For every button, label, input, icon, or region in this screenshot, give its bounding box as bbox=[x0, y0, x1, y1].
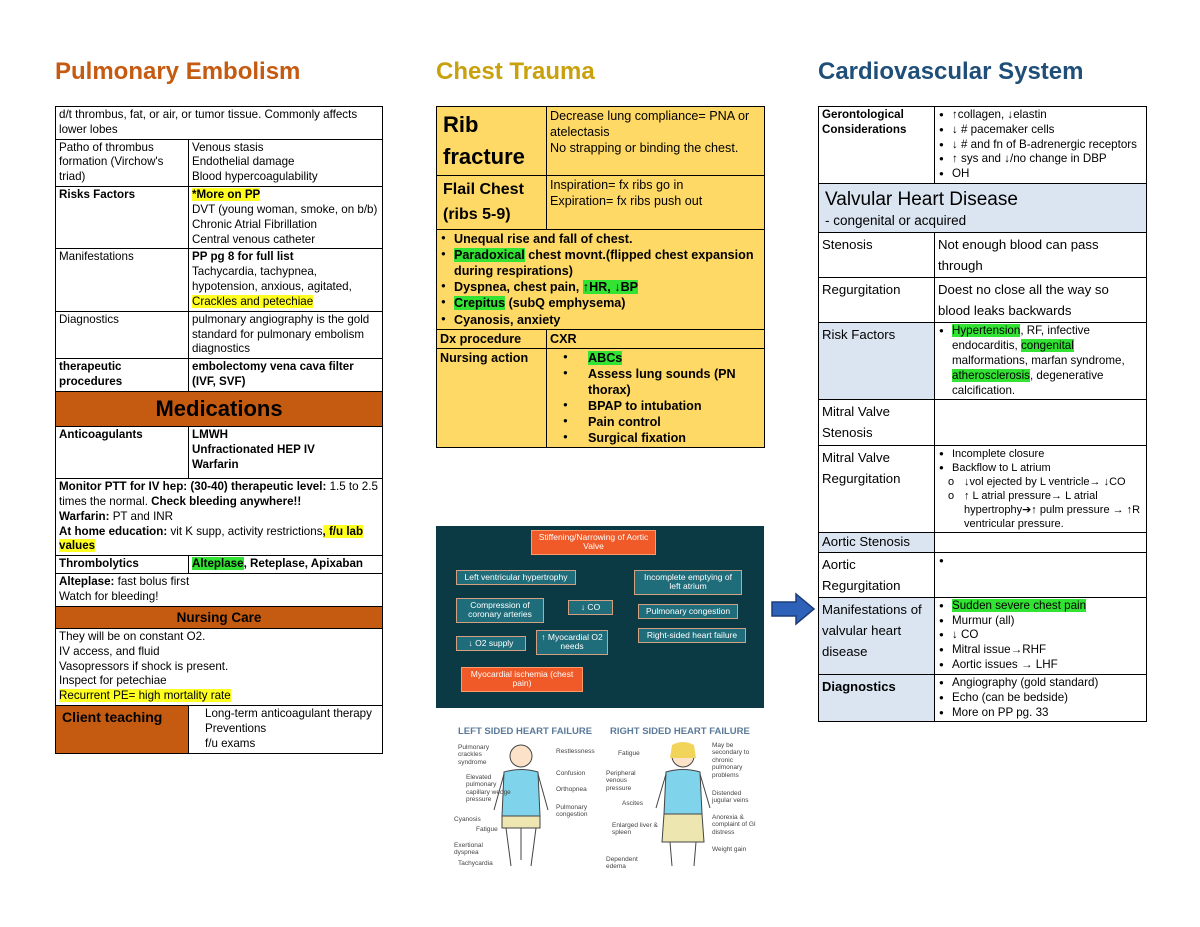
gerontological-label: Gerontological Considerations bbox=[818, 105, 935, 185]
aortic-stenosis-flowchart: Stiffening/Narrowing of Aortic Valve Lef… bbox=[436, 526, 764, 708]
mitral-stenosis-label: Mitral Valve Stenosis bbox=[818, 399, 935, 446]
pe-therapeutic-label: therapeutic procedures bbox=[55, 358, 189, 392]
flow-coronary-compression: Compression of coronary arteries bbox=[456, 598, 544, 623]
flow-decreased-co: ↓ CO bbox=[568, 600, 613, 616]
pe-patho-label: Patho of thrombus formation (Virchow's t… bbox=[55, 138, 189, 188]
flail-chest-label: Flail Chest (ribs 5-9) bbox=[436, 174, 547, 230]
valve-risk-factors: Hypertension, RF, infective endocarditis… bbox=[934, 322, 1147, 401]
heading-cardiovascular-system: Cardiovascular System bbox=[818, 58, 1084, 85]
anticoagulants-label: Anticoagulants bbox=[55, 426, 189, 480]
heading-chest-trauma: Chest Trauma bbox=[436, 58, 595, 85]
chest-trauma-table: Rib fracture Decrease lung compliance= P… bbox=[436, 106, 765, 449]
nursing-care-header: Nursing Care bbox=[54, 605, 384, 629]
valve-manifestations-list: Sudden severe chest painMurmur (all)↓ CO… bbox=[934, 596, 1147, 675]
thrombolytics-label: Thrombolytics bbox=[55, 555, 189, 575]
valvular-heart-disease-subtitle: - congenital or acquired bbox=[825, 213, 967, 229]
thrombolytics-list: Alteplase, Reteplase, Apixaban bbox=[187, 555, 384, 575]
anticoagulant-monitoring: Monitor PTT for IV hep: (30-40) therapeu… bbox=[54, 478, 384, 557]
pe-diagnostics: pulmonary angiography is the gold standa… bbox=[187, 310, 384, 360]
dx-procedure: CXR bbox=[546, 328, 765, 349]
aortic-regurgitation-notes bbox=[934, 551, 1147, 598]
left-hf-title: LEFT SIDED HEART FAILURE bbox=[458, 726, 593, 737]
mitral-stenosis-notes bbox=[934, 399, 1147, 446]
pulmonary-embolism-table: d/t thrombus, fat, or air, or tumor tiss… bbox=[54, 106, 384, 754]
right-heart-failure-figure: RIGHT SIDED HEART FAILURE Fatigue May be… bbox=[606, 726, 756, 871]
heading-pulmonary-embolism: Pulmonary Embolism bbox=[55, 58, 301, 85]
right-hf-person-icon bbox=[655, 742, 711, 867]
flow-pulmonary-congestion: Pulmonary congestion bbox=[638, 604, 738, 620]
gerontological-list: ↑collagen, ↓elastin↓ # pacemaker cells↓ … bbox=[934, 105, 1147, 185]
nursing-action-list: ABCs Assess lung sounds (PN thorax) BPAP… bbox=[546, 347, 765, 449]
mitral-regurgitation-label: Mitral Valve Regurgitation bbox=[818, 444, 935, 534]
aortic-regurgitation-label: Aortic Regurgitation bbox=[818, 551, 935, 598]
stenosis-label: Stenosis bbox=[818, 231, 935, 278]
valvular-heart-disease-title: Valvular Heart Disease bbox=[825, 189, 1018, 211]
valve-manifestations-label: Manifestations of valvular heart disease bbox=[818, 596, 935, 675]
regurgitation-definition: Doest no close all the way so blood leak… bbox=[934, 276, 1147, 324]
aortic-stenosis-notes bbox=[934, 532, 1147, 553]
valve-diagnostics-label: Diagnostics bbox=[818, 673, 935, 723]
left-hf-person-icon bbox=[493, 744, 549, 867]
pe-manifestations-label: Manifestations bbox=[55, 248, 189, 312]
pe-manifestations: PP pg 8 for full list Tachycardia, tachy… bbox=[187, 248, 384, 312]
right-hf-title: RIGHT SIDED HEART FAILURE bbox=[610, 726, 750, 737]
flow-right-heart-failure: Right-sided heart failure bbox=[638, 628, 746, 644]
pe-risk-list: *More on PP DVT (young woman, smoke, on … bbox=[187, 186, 384, 250]
medications-header: Medications bbox=[54, 390, 384, 428]
flail-chest-signs: Unequal rise and fall of chest. Paradoxi… bbox=[436, 228, 765, 330]
flow-incomplete-emptying: Incomplete emptying of left atrium bbox=[634, 570, 742, 595]
nursing-action-label: Nursing action bbox=[436, 347, 547, 449]
left-heart-failure-figure: LEFT SIDED HEART FAILURE Pulmonary crack… bbox=[454, 726, 595, 867]
rib-fracture-label: Rib fracture bbox=[436, 106, 547, 176]
flow-myocardial-ischemia: Myocardial ischemia (chest pain) bbox=[461, 667, 583, 692]
pe-therapeutic: embolectomy vena cava filter (IVF, SVF) bbox=[187, 358, 384, 392]
flow-aortic-valve: Stiffening/Narrowing of Aortic Valve bbox=[531, 530, 656, 555]
rib-fracture-notes: Decrease lung compliance= PNA or atelect… bbox=[546, 106, 765, 176]
mitral-regurgitation-notes: Incomplete closureBackflow to L atrium ↓… bbox=[934, 444, 1147, 534]
pe-risk-label: Risks Factors bbox=[55, 186, 189, 250]
flow-o2-needs: ↑ Myocardial O2 needs bbox=[536, 630, 608, 655]
flow-lv-hypertrophy: Left ventricular hypertrophy bbox=[456, 570, 576, 586]
client-teaching-label: Client teaching bbox=[55, 705, 189, 754]
valvular-heart-disease-header: Valvular Heart Disease - congenital or a… bbox=[818, 183, 1147, 233]
regurgitation-label: Regurgitation bbox=[818, 276, 935, 324]
pe-diagnostics-label: Diagnostics bbox=[55, 310, 189, 360]
stenosis-definition: Not enough blood can pass through bbox=[934, 231, 1147, 278]
flow-o2-supply: ↓ O2 supply bbox=[456, 636, 526, 652]
cardiovascular-table: Gerontological Considerations ↑collagen,… bbox=[818, 105, 1147, 723]
nursing-care-list: They will be on constant O2.IV access, a… bbox=[54, 627, 384, 707]
right-arrow-icon bbox=[771, 592, 816, 626]
dx-procedure-label: Dx procedure bbox=[436, 328, 547, 349]
valve-diagnostics-list: Angiography (gold standard)Echo (can be … bbox=[934, 673, 1147, 723]
aortic-stenosis-label: Aortic Stenosis bbox=[818, 532, 935, 553]
alteplase-note: Alteplase: fast bolus first Watch for bl… bbox=[54, 573, 384, 607]
valve-risk-factors-label: Risk Factors bbox=[818, 322, 935, 401]
pe-intro: d/t thrombus, fat, or air, or tumor tiss… bbox=[54, 106, 384, 140]
